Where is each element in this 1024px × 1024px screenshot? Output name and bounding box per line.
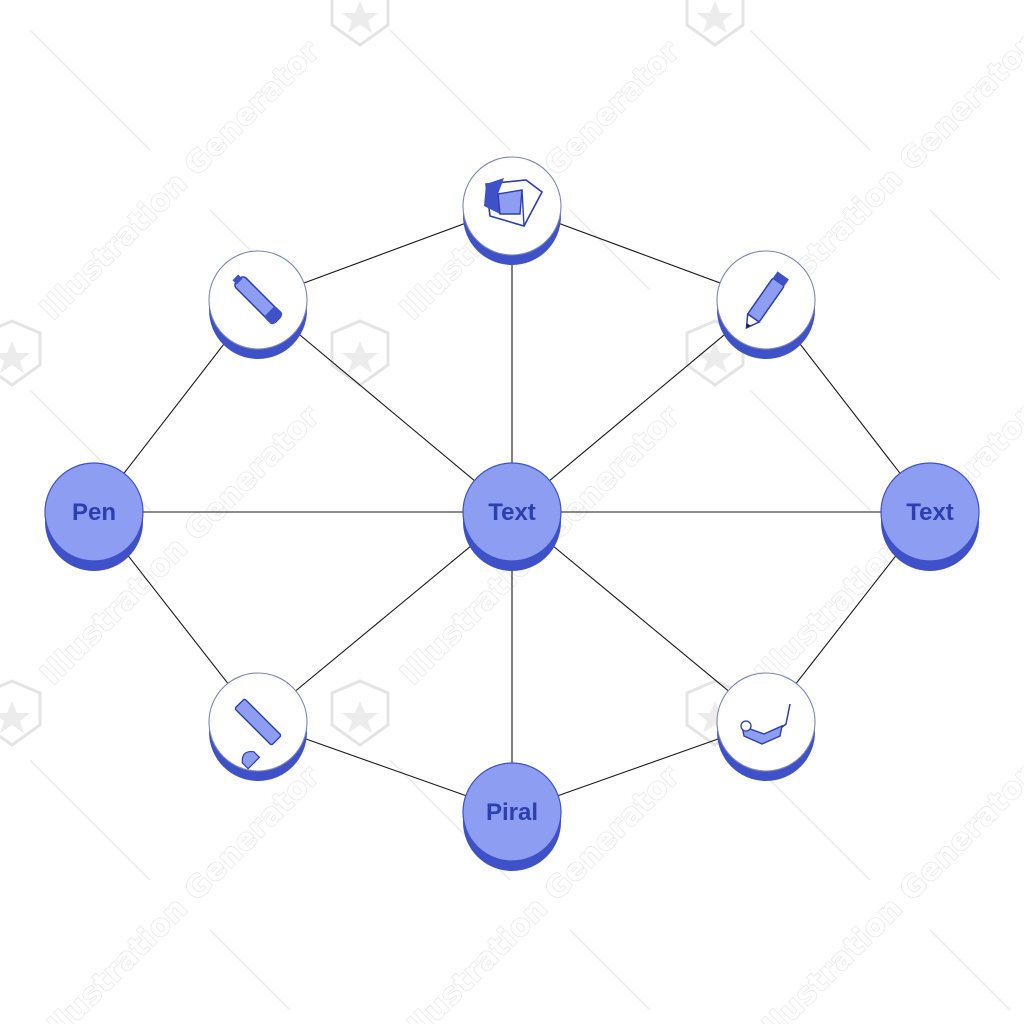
node-center: Text	[462, 462, 562, 571]
watermark-hairline	[749, 389, 871, 511]
node-disc	[716, 672, 816, 772]
node-disc	[44, 462, 144, 562]
tape-dispenser-icon	[740, 703, 791, 745]
node-top	[462, 156, 562, 265]
watermark-hairline	[569, 929, 651, 1011]
svg-text:Illustration Generator: Illustration Generator	[749, 399, 1024, 692]
node-disc	[462, 462, 562, 562]
watermark-badge-icon	[685, 319, 745, 387]
node-upper-left	[208, 250, 308, 359]
svg-text:Illustration Generator: Illustration Generator	[749, 759, 1024, 1024]
node-lower-left	[208, 672, 308, 781]
watermark-hairline	[929, 209, 1001, 281]
node-upper-right	[716, 250, 816, 359]
edge-upper-right-to-center	[511, 299, 767, 513]
node-label: Piral	[486, 799, 538, 826]
node-disc	[880, 462, 980, 562]
node-label: Text	[906, 499, 954, 526]
edge-lower-right-to-center	[511, 511, 767, 723]
watermark-text: Illustration Generator	[748, 398, 1024, 693]
pencil-icon	[745, 271, 789, 330]
watermark-badge-icon	[685, 0, 745, 47]
node-left: Pen	[44, 462, 144, 571]
node-label: Text	[488, 499, 536, 526]
edge-lower-left-to-center	[257, 511, 513, 723]
bag-clip-icon	[484, 178, 544, 227]
svg-text:Illustration Generator: Illustration Generator	[34, 759, 327, 1024]
node-lower-right	[716, 672, 816, 781]
watermark-text: Illustration Generator	[748, 758, 1024, 1024]
watermark-hairline	[209, 929, 291, 1011]
watermark-text: Illustration Generator	[33, 758, 328, 1024]
watermark-badge-icon	[0, 319, 42, 387]
watermark-hairline	[929, 929, 1011, 1011]
ruler-eraser-icon	[234, 698, 282, 770]
watermark-hairline	[749, 29, 871, 151]
edge-upper-left-to-center	[257, 299, 513, 513]
node-bottom: Piral	[462, 762, 562, 871]
node-label: Pen	[72, 499, 116, 526]
watermark-hairline	[389, 29, 511, 151]
node-disc	[462, 762, 562, 862]
watermark-hairline	[29, 759, 151, 881]
watermark-badge-icon	[0, 679, 42, 747]
watermark-badge-icon	[330, 679, 390, 747]
node-right: Text	[880, 462, 980, 571]
watermark-badge-icon	[330, 0, 390, 47]
watermark-badge-icon	[330, 319, 390, 387]
watermark-hairline	[29, 29, 151, 151]
marker-pen-icon	[232, 274, 283, 325]
watermark-hairline	[569, 209, 651, 291]
